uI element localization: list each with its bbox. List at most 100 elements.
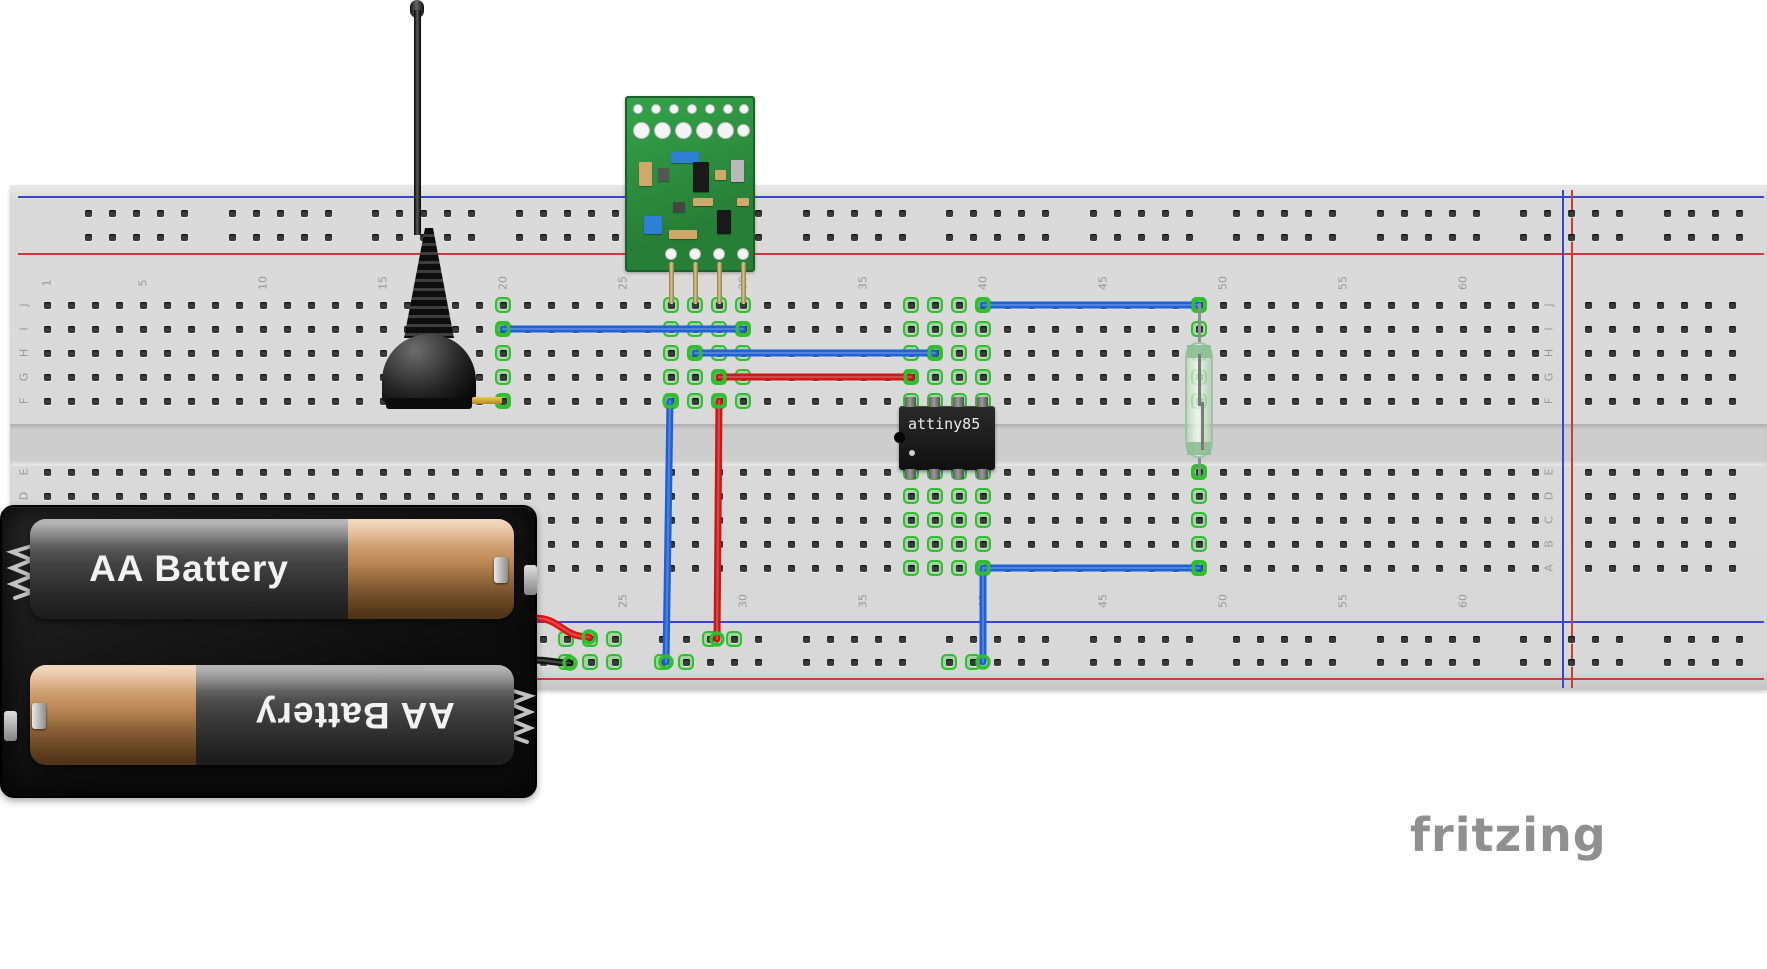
breadboard-hole <box>1185 209 1193 217</box>
row-letter: A <box>1542 564 1556 572</box>
attiny85-ic[interactable]: attiny85 <box>894 397 995 479</box>
breadboard-hole <box>43 373 51 381</box>
breadboard-hole <box>1531 301 1539 309</box>
column-number: 55 <box>1336 594 1350 608</box>
breadboard-hole <box>682 635 690 643</box>
breadboard-hole <box>139 349 147 357</box>
breadboard-hole <box>969 209 977 217</box>
breadboard-hole <box>691 301 699 309</box>
column-number: 25 <box>616 276 630 290</box>
breadboard-hole <box>859 373 867 381</box>
breadboard-hole <box>1400 209 1408 217</box>
breadboard-hole <box>1411 516 1419 524</box>
breadboard-hole <box>691 516 699 524</box>
breadboard-hole <box>691 349 699 357</box>
breadboard-hole <box>1161 658 1169 666</box>
antenna-connector <box>472 397 502 404</box>
breadboard-hole <box>874 658 882 666</box>
breadboard-hole <box>931 492 939 500</box>
breadboard-hole <box>643 397 651 405</box>
breadboard-hole <box>84 233 92 241</box>
breadboard-hole <box>1400 635 1408 643</box>
breadboard-hole <box>1584 301 1592 309</box>
breadboard-hole <box>1051 397 1059 405</box>
breadboard-hole <box>91 492 99 500</box>
breadboard-hole <box>931 373 939 381</box>
breadboard-hole <box>547 540 555 548</box>
breadboard-hole <box>523 349 531 357</box>
breadboard-hole <box>1267 540 1275 548</box>
breadboard-hole <box>1543 635 1551 643</box>
breadboard-hole <box>1435 516 1443 524</box>
breadboard-hole <box>1435 468 1443 476</box>
breadboard-hole <box>1304 635 1312 643</box>
breadboard-hole <box>1435 349 1443 357</box>
battery-label-area <box>30 519 348 619</box>
breadboard-hole <box>1483 373 1491 381</box>
breadboard-hole <box>1099 468 1107 476</box>
breadboard-hole <box>547 373 555 381</box>
breadboard-hole <box>1123 564 1131 572</box>
breadboard-hole <box>754 233 762 241</box>
breadboard-hole <box>1291 468 1299 476</box>
breadboard-hole <box>859 540 867 548</box>
breadboard-hole <box>619 540 627 548</box>
breadboard-hole <box>563 635 571 643</box>
breadboard-hole <box>1185 233 1193 241</box>
breadboard-hole <box>1232 635 1240 643</box>
breadboard-hole <box>883 564 891 572</box>
breadboard-hole <box>371 209 379 217</box>
breadboard-hole <box>539 233 547 241</box>
breadboard-hole <box>307 373 315 381</box>
rf-transmitter-module[interactable] <box>625 96 755 304</box>
battery-holder[interactable]: AA Battery AA Battery <box>0 505 537 798</box>
battery-aa-top[interactable]: AA Battery <box>30 519 514 619</box>
breadboard-hole <box>1041 658 1049 666</box>
breadboard-hole <box>355 492 363 500</box>
breadboard-hole <box>1003 492 1011 500</box>
breadboard-hole <box>715 468 723 476</box>
breadboard-hole <box>1123 373 1131 381</box>
breadboard-hole <box>252 209 260 217</box>
breadboard-hole <box>1075 492 1083 500</box>
spring-icon <box>6 544 36 600</box>
column-number: 10 <box>256 276 270 290</box>
breadboard-hole <box>787 492 795 500</box>
breadboard-hole <box>850 635 858 643</box>
breadboard-hole <box>1459 301 1467 309</box>
breadboard-hole <box>331 468 339 476</box>
pcb-hole <box>705 104 715 114</box>
breadboard-hole <box>859 564 867 572</box>
breadboard-hole <box>1448 233 1456 241</box>
breadboard-hole <box>691 325 699 333</box>
breadboard-hole <box>324 233 332 241</box>
breadboard-hole <box>587 635 595 643</box>
breadboard-hole <box>1663 233 1671 241</box>
breadboard-hole <box>1315 349 1323 357</box>
breadboard-hole <box>1027 564 1035 572</box>
pcb-pad <box>665 248 677 260</box>
breadboard-hole <box>979 301 987 309</box>
breadboard-hole <box>811 301 819 309</box>
breadboard-hole <box>931 301 939 309</box>
row-letter: F <box>1542 397 1556 405</box>
breadboard-hole <box>1339 516 1347 524</box>
breadboard-hole <box>571 397 579 405</box>
breadboard-hole <box>259 325 267 333</box>
breadboard-hole <box>1328 658 1336 666</box>
breadboard-hole <box>1531 540 1539 548</box>
reed-switch[interactable] <box>1184 302 1218 577</box>
battery-aa-bottom[interactable]: AA Battery <box>30 665 514 765</box>
breadboard-hole <box>1591 635 1599 643</box>
breadboard-hole <box>1680 516 1688 524</box>
breadboard-hole <box>1161 635 1169 643</box>
breadboard-hole <box>1075 516 1083 524</box>
breadboard-hole <box>1459 492 1467 500</box>
breadboard-hole <box>115 468 123 476</box>
breadboard-hole <box>1027 349 1035 357</box>
breadboard-hole <box>811 468 819 476</box>
breadboard-hole <box>619 492 627 500</box>
breadboard-hole <box>1608 397 1616 405</box>
module-pin <box>716 262 722 304</box>
breadboard-hole <box>539 209 547 217</box>
